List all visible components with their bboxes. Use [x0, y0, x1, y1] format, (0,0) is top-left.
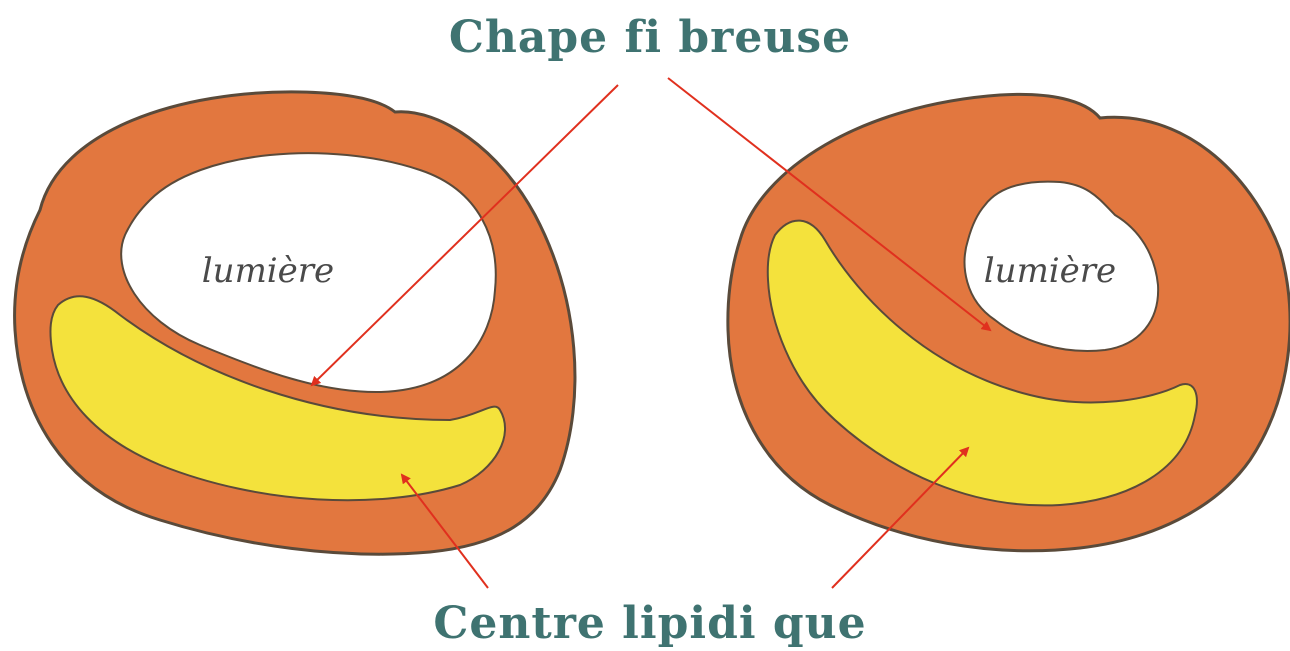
left-lumen-label: lumière	[202, 251, 334, 291]
lipid-core-label: Centre lipidi que	[433, 598, 866, 649]
right-artery	[728, 94, 1290, 550]
fibrous-cap-label: Chape fi breuse	[449, 12, 851, 63]
left-artery	[15, 92, 575, 554]
right-lumen-label: lumière	[984, 251, 1116, 291]
